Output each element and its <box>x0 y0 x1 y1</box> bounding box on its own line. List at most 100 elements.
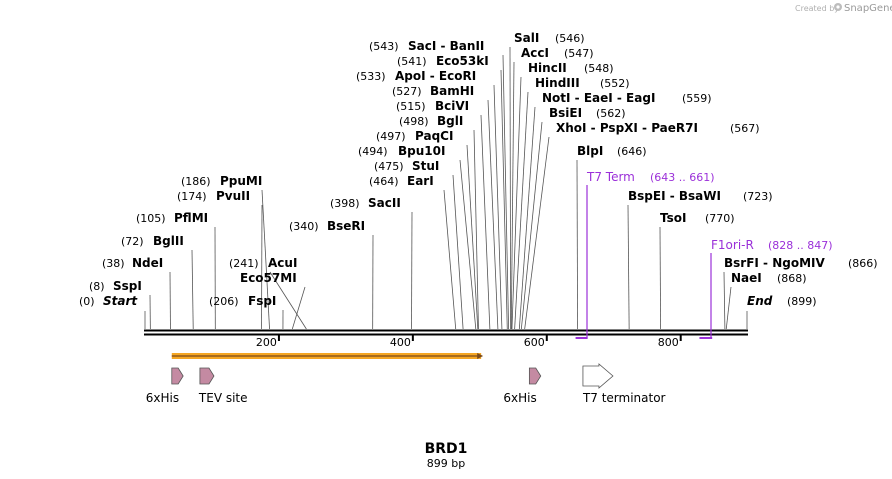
site-name-stui[interactable]: StuI <box>412 159 439 173</box>
site-name-saci-banii[interactable]: SacI - BanII <box>408 39 484 53</box>
site-name-start[interactable]: Start <box>103 294 138 308</box>
site-position: (515) <box>396 100 426 113</box>
feature-label: TEV site <box>198 391 248 405</box>
site-line-stui <box>452 174 464 330</box>
feature-t7-terminator[interactable]: T7 terminator <box>582 363 666 405</box>
site-position: (646) <box>617 145 647 158</box>
primer-range: (643 .. 661) <box>650 171 715 184</box>
site-name-sspi[interactable]: SspI <box>113 279 142 293</box>
site-line-saci-banii <box>502 54 510 330</box>
site-line-hindiii <box>514 91 529 330</box>
site-line-bpu10i <box>459 159 477 330</box>
site-position: (562) <box>596 107 626 120</box>
ruler-tick-label: 200 <box>256 336 277 349</box>
site-position: (547) <box>564 47 594 60</box>
site-name-hindiii[interactable]: HindIII <box>535 76 580 90</box>
site-line-paqci <box>466 144 479 330</box>
site-line-eari <box>443 189 457 330</box>
site-position: (0) <box>79 295 95 308</box>
site-name-blpi[interactable]: BlpI <box>577 144 603 158</box>
site-line-bamhi <box>487 99 499 330</box>
site-labels: (0)Start(8)SspI(38)NdeI(72)BglII(105)Pfl… <box>79 31 878 308</box>
site-position: (552) <box>600 77 630 90</box>
site-name-bpu10i[interactable]: Bpu10I <box>398 144 445 158</box>
site-name-noti-eaei-eagi[interactable]: NotI - EaeI - EagI <box>542 91 655 105</box>
site-name-bamhi[interactable]: BamHI <box>430 84 474 98</box>
primer-name[interactable]: T7 Term <box>586 170 635 184</box>
primer-name[interactable]: F1ori-R <box>711 238 754 252</box>
site-name-pvuii[interactable]: PvuII <box>216 189 250 203</box>
site-position: (868) <box>777 272 807 285</box>
site-name-eco53ki[interactable]: Eco53kI <box>436 54 489 68</box>
site-position: (567) <box>730 122 760 135</box>
site-name-ndei[interactable]: NdeI <box>132 256 163 270</box>
site-position: (340) <box>289 220 319 233</box>
site-name-pflmi[interactable]: PflMI <box>174 211 208 225</box>
feature-6xhis[interactable]: 6xHis <box>503 367 542 405</box>
site-name-sacii[interactable]: SacII <box>368 196 401 210</box>
site-name-bspei-bsawi[interactable]: BspEI - BsaWI <box>628 189 721 203</box>
site-position: (206) <box>209 295 239 308</box>
site-name-bcivi[interactable]: BciVI <box>435 99 469 113</box>
site-position: (72) <box>121 235 144 248</box>
sequence-length: 899 bp <box>427 457 465 470</box>
site-name-apoi-ecori[interactable]: ApoI - EcoRI <box>395 69 476 83</box>
site-position: (174) <box>177 190 207 203</box>
site-line-bgli <box>473 129 479 330</box>
site-name-bglii[interactable]: BglII <box>153 234 184 248</box>
site-line-tsoi <box>659 226 662 330</box>
site-name-eari[interactable]: EarI <box>407 174 434 188</box>
feature-tev-site[interactable]: TEV site <box>198 367 248 405</box>
site-name-fspi[interactable]: FspI <box>248 294 276 308</box>
feature-arrow-icon <box>199 367 215 385</box>
site-line-ppumi <box>261 189 270 330</box>
site-line-acui <box>269 271 307 330</box>
site-name-end[interactable]: End <box>747 294 773 308</box>
feature-label: 6xHis <box>503 391 536 405</box>
site-line-bcivi <box>480 114 491 330</box>
site-position: (475) <box>374 160 404 173</box>
feature-arrow-icon <box>528 367 542 385</box>
site-name-xhoi-pspxi-paer7i[interactable]: XhoI - PspXI - PaeR7I <box>556 121 698 135</box>
site-position: (494) <box>358 145 388 158</box>
site-name-sali[interactable]: SalI <box>514 31 539 45</box>
ruler-tick-label: 400 <box>390 336 411 349</box>
site-position: (770) <box>705 212 735 225</box>
site-position: (546) <box>555 32 585 45</box>
site-line-eco53ki <box>500 69 508 330</box>
site-name-bsrfi-ngomiv[interactable]: BsrFI - NgoMIV <box>724 256 825 270</box>
site-name-ppumi[interactable]: PpuMI <box>220 174 262 188</box>
sequence-title: BRD1 <box>425 441 468 457</box>
site-name-bsiei[interactable]: BsiEI <box>549 106 582 120</box>
site-position: (866) <box>848 257 878 270</box>
site-line-bglii <box>191 249 194 330</box>
site-name-eco57mi[interactable]: Eco57MI <box>240 271 297 285</box>
site-name-acui[interactable]: AcuI <box>268 256 297 270</box>
primer-range: (828 .. 847) <box>768 239 833 252</box>
site-name-tsoi[interactable]: TsoI <box>660 211 686 225</box>
site-line-hincii <box>511 76 522 330</box>
site-position: (105) <box>136 212 166 225</box>
site-name-bseri[interactable]: BseRI <box>327 219 365 233</box>
backbone <box>144 329 748 336</box>
site-position: (38) <box>102 257 125 270</box>
site-name-paqci[interactable]: PaqCI <box>415 129 453 143</box>
site-position: (541) <box>397 55 427 68</box>
site-name-hincii[interactable]: HincII <box>528 61 567 75</box>
site-name-bgli[interactable]: BglI <box>437 114 463 128</box>
site-position: (527) <box>392 85 422 98</box>
site-name-naei[interactable]: NaeI <box>731 271 762 285</box>
site-position: (723) <box>743 190 773 203</box>
site-name-acci[interactable]: AccI <box>521 46 549 60</box>
site-line-bsiei <box>520 121 543 330</box>
terminator-arrow-icon <box>582 363 614 389</box>
orf-bar[interactable] <box>171 353 484 359</box>
site-line-sali <box>509 46 512 330</box>
snapgene-credit: Created by SnapGene <box>795 3 892 14</box>
site-position: (464) <box>369 175 399 188</box>
feature-6xhis[interactable]: 6xHis <box>146 367 184 405</box>
site-line-bspei-bsawi <box>627 204 630 330</box>
site-lines <box>144 46 748 330</box>
